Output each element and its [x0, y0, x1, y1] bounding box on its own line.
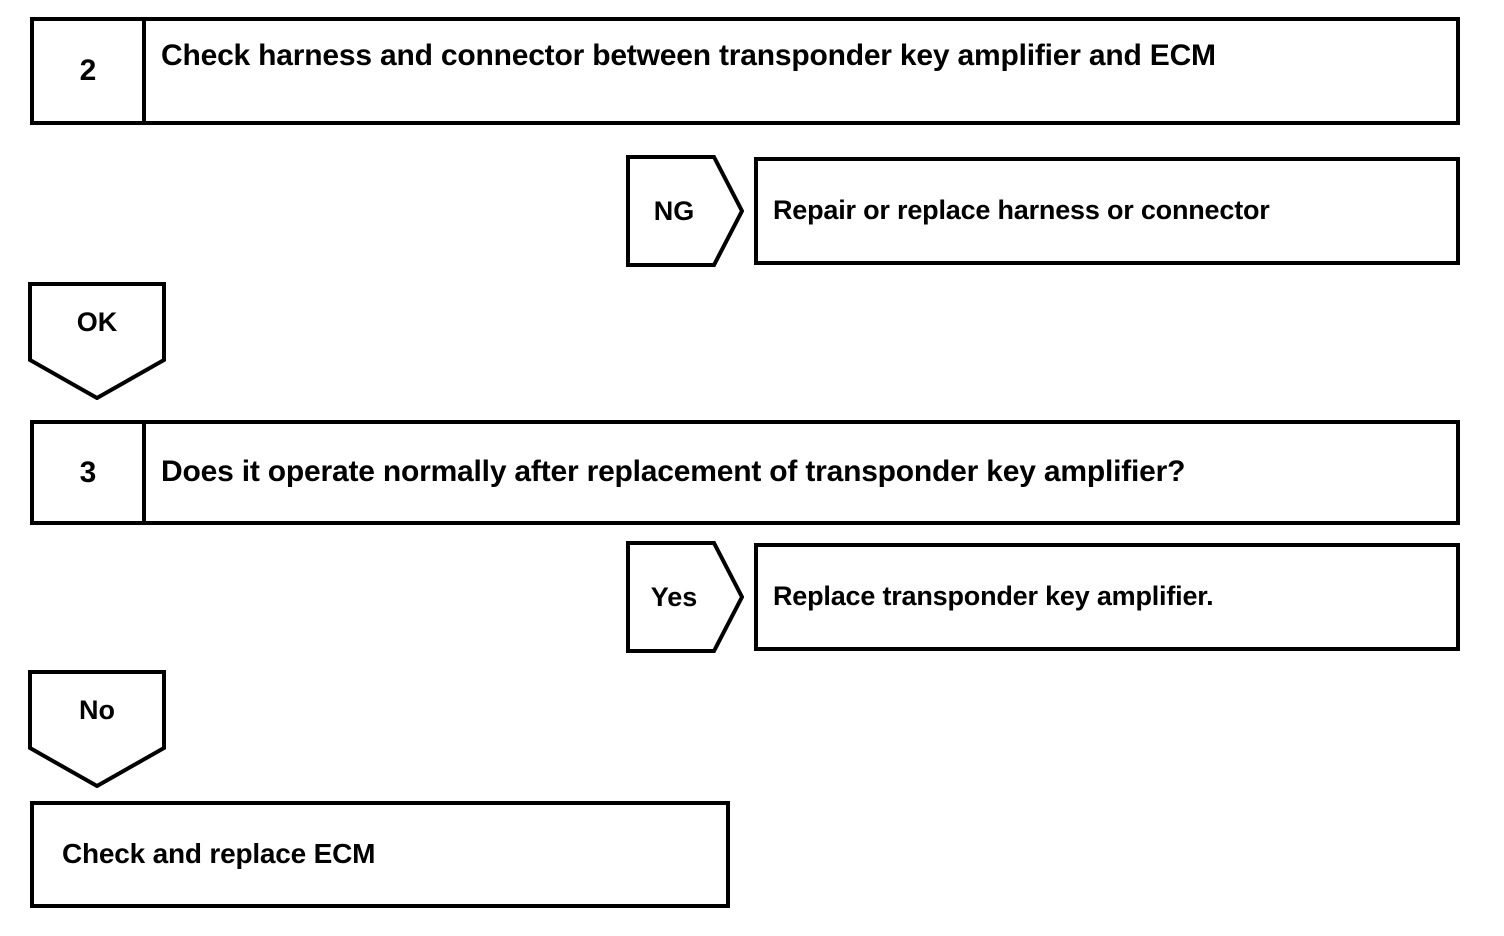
branch-arrow-no: [28, 670, 166, 788]
step-number-cell-2: 2: [34, 21, 146, 121]
step-body-3: Does it operate normally after replaceme…: [146, 424, 1456, 521]
result-text-ng: Repair or replace harness or connector: [773, 195, 1270, 226]
step-title-3: Does it operate normally after replaceme…: [161, 455, 1186, 489]
branch-arrow-yes: [626, 541, 744, 653]
branch-label-ok: OK: [76, 306, 118, 337]
branch-arrow-ok: [28, 282, 166, 400]
branch-label-yes: Yes: [650, 581, 698, 612]
step-number-3: 3: [79, 455, 97, 489]
final-action-text: Check and replace ECM: [62, 838, 376, 870]
branch-arrow-ng: [626, 155, 744, 267]
step-box-3[interactable]: 3 Does it operate normally after replace…: [30, 420, 1460, 525]
step-number-cell-3: 3: [34, 424, 146, 521]
branch-label-ng: NG: [653, 195, 695, 226]
result-text-yes: Replace transponder key amplifier.: [773, 581, 1214, 612]
step-title-2: Check harness and connector between tran…: [161, 39, 1216, 72]
result-box-yes[interactable]: Replace transponder key amplifier.: [754, 543, 1460, 651]
step-body-2: Check harness and connector between tran…: [146, 21, 1456, 121]
result-box-ng[interactable]: Repair or replace harness or connector: [754, 157, 1460, 265]
final-action-box[interactable]: Check and replace ECM: [30, 801, 730, 908]
step-box-2[interactable]: 2 Check harness and connector between tr…: [30, 17, 1460, 125]
branch-label-no: No: [79, 694, 115, 725]
step-number-2: 2: [79, 54, 97, 87]
